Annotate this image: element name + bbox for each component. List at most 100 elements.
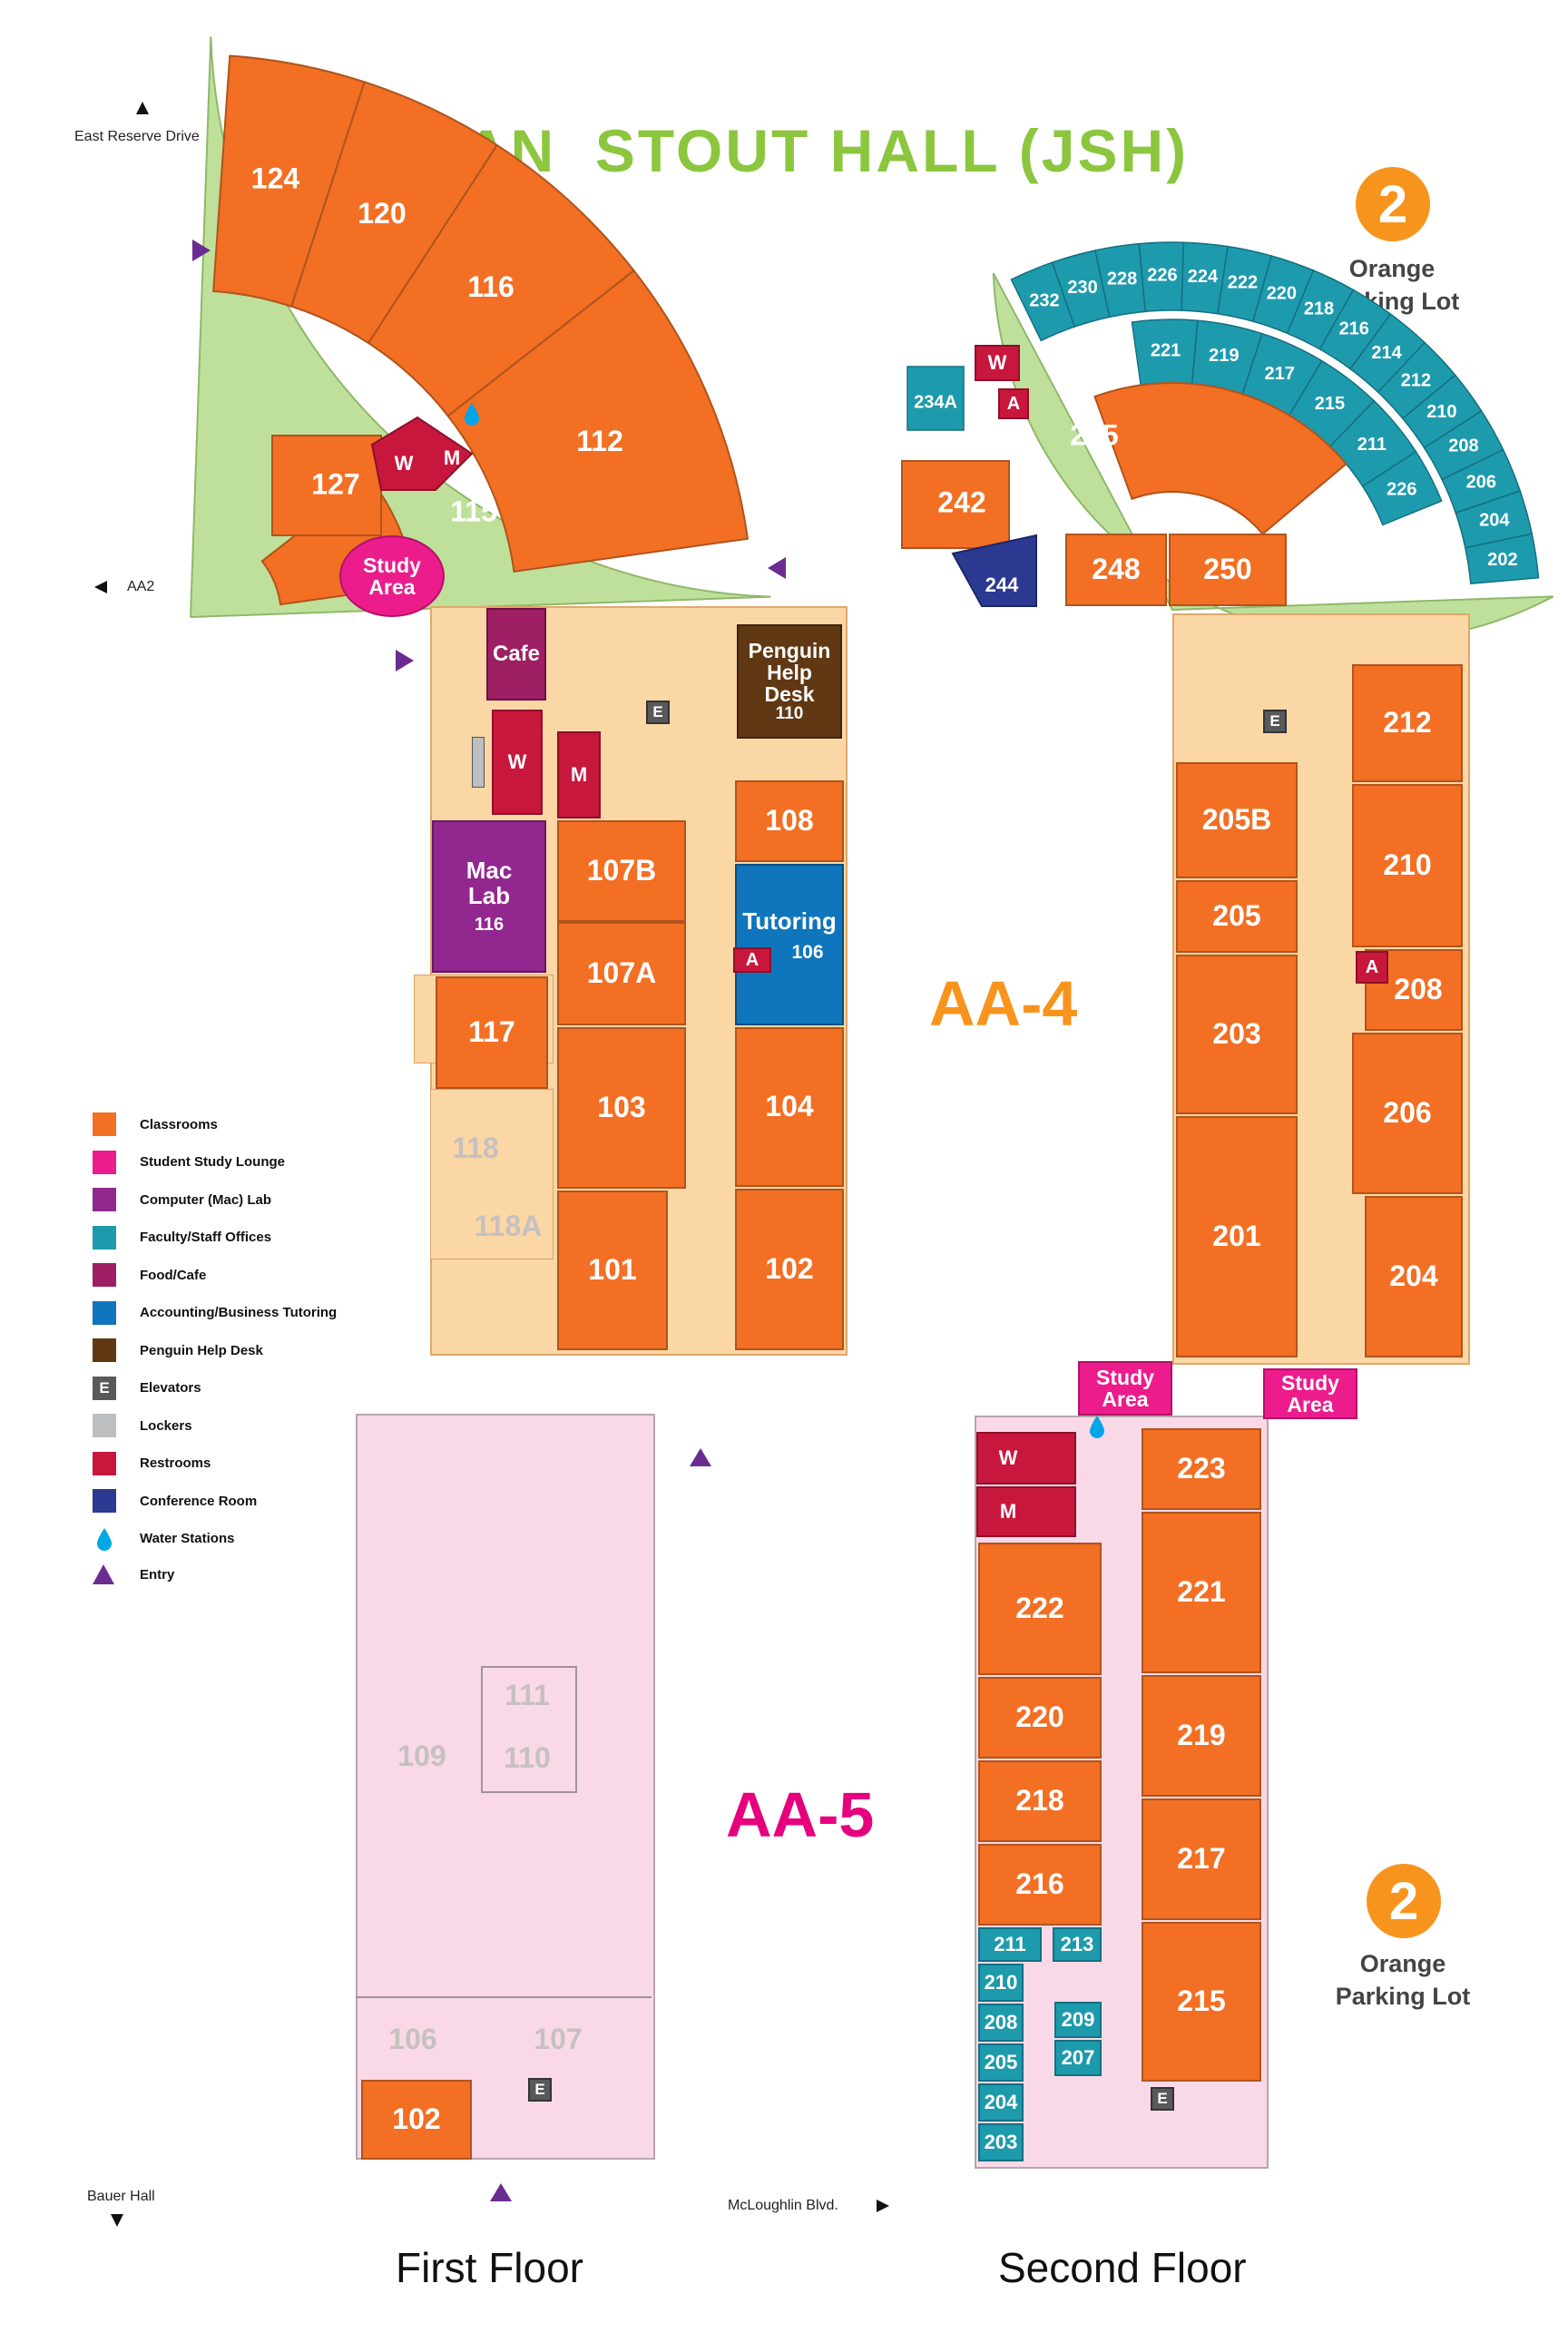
restroom-accessible-second[interactable]: A xyxy=(1356,951,1388,984)
classroom-222[interactable]: 222 xyxy=(978,1543,1102,1675)
classroom-112[interactable] xyxy=(446,269,750,573)
restroom-accessible-first[interactable]: A xyxy=(733,947,771,973)
tutoring-center[interactable]: Tutoring 106 xyxy=(735,864,844,1025)
study-area-first-fan[interactable]: Study Area xyxy=(339,535,445,617)
office-221-inner-0-label: 221 xyxy=(1151,340,1181,360)
classroom-223[interactable]: 223 xyxy=(1142,1428,1261,1510)
office-205[interactable]: 205 xyxy=(978,2043,1024,2082)
office-234a[interactable] xyxy=(906,366,965,431)
office-209[interactable]: 209 xyxy=(1054,2002,1102,2038)
classroom-210[interactable]: 210 xyxy=(1352,784,1463,947)
legend-item: Conference Room xyxy=(93,1489,257,1513)
classroom-217[interactable]: 217 xyxy=(1142,1798,1261,1920)
classroom-107b[interactable]: 107B xyxy=(557,820,686,922)
classroom-206[interactable]: 206 xyxy=(1352,1033,1463,1194)
cafe[interactable]: Cafe xyxy=(486,608,546,701)
mac-lab[interactable]: Mac Lab 116 xyxy=(432,820,546,973)
office-210-outer-label: 210 xyxy=(1426,402,1456,422)
restroom-women-second-fan[interactable]: W xyxy=(975,345,1020,381)
office-228-outer-label: 228 xyxy=(1107,269,1137,289)
legend-label: Restrooms xyxy=(140,1455,211,1471)
classroom-103[interactable]: 103 xyxy=(557,1027,686,1189)
study-area-second-east[interactable]: Study Area xyxy=(1263,1368,1357,1419)
tutoring-number: 106 xyxy=(791,942,824,964)
legend-label: Conference Room xyxy=(140,1493,258,1509)
classroom-218[interactable]: 218 xyxy=(978,1760,1102,1842)
classroom-219[interactable]: 219 xyxy=(1142,1675,1261,1797)
elevator-icon-second-aa5: E xyxy=(1151,2087,1174,2111)
classroom-205[interactable]: 205 xyxy=(1176,880,1298,953)
water-drop-icon xyxy=(1090,1416,1104,1438)
legend-item: Classrooms xyxy=(93,1112,218,1136)
classroom-108[interactable]: 108 xyxy=(735,780,844,862)
classroom-107a[interactable]: 107A xyxy=(557,922,686,1025)
legend-label: Water Stations xyxy=(140,1531,235,1546)
classroom-117[interactable]: 117 xyxy=(436,976,548,1089)
classroom-201[interactable]: 201 xyxy=(1176,1116,1298,1357)
classroom-112-label: 112 xyxy=(576,425,623,457)
classroom-216[interactable]: 216 xyxy=(978,1844,1102,1926)
classroom-127[interactable] xyxy=(271,435,382,536)
restroom-men-aa5[interactable]: M xyxy=(976,1486,1076,1537)
classroom-102[interactable]: 102 xyxy=(735,1189,844,1350)
restroom-women-first[interactable]: W xyxy=(492,710,543,815)
classroom-250[interactable]: 250 xyxy=(1169,534,1287,606)
classroom-101[interactable]: 101 xyxy=(557,1191,668,1350)
restroom-women-aa5[interactable]: W xyxy=(976,1432,1076,1485)
office-226-inner-5[interactable] xyxy=(1361,450,1443,526)
restroom-men-first[interactable]: M xyxy=(557,731,601,818)
office-210[interactable]: 210 xyxy=(978,1964,1024,2002)
room-109: 109 xyxy=(397,1739,446,1772)
floor-label-first: First Floor xyxy=(396,2244,583,2291)
office-204[interactable]: 204 xyxy=(978,2083,1024,2122)
classroom-242[interactable] xyxy=(901,460,1010,549)
first-floor-aa5-inner-room xyxy=(481,1666,577,1793)
help-desk-line2: Help xyxy=(767,660,812,684)
parking-lot-2-icon: 2 xyxy=(1356,167,1430,241)
classroom-204[interactable]: 204 xyxy=(1365,1196,1463,1357)
help-desk-number: 110 xyxy=(775,704,804,724)
classroom-220[interactable]: 220 xyxy=(978,1677,1102,1759)
entry-icon-fan-nw xyxy=(192,240,211,261)
office-211[interactable]: 211 xyxy=(978,1927,1042,1962)
classroom-215[interactable]: 215 xyxy=(1142,1922,1261,2082)
classroom-203[interactable]: 203 xyxy=(1176,955,1298,1114)
office-226-inner-5-label: 226 xyxy=(1387,480,1416,500)
classroom-120-label: 120 xyxy=(358,197,406,230)
classroom-245[interactable] xyxy=(1093,382,1348,535)
classroom-221[interactable]: 221 xyxy=(1142,1512,1261,1673)
office-208-outer-label: 208 xyxy=(1448,436,1478,456)
office-208[interactable]: 208 xyxy=(978,2004,1024,2042)
legend-label: Classrooms xyxy=(140,1116,218,1132)
penguin-help-desk[interactable]: Penguin Help Desk 110 xyxy=(737,624,842,739)
legend-item: Entry xyxy=(93,1564,174,1584)
mac-lab-swatch xyxy=(93,1188,116,1211)
room-106: 106 xyxy=(388,2022,437,2055)
office-202-outer-label: 202 xyxy=(1487,550,1517,570)
aa5-divider xyxy=(356,1996,652,1998)
restroom-accessible-second-fan[interactable]: A xyxy=(998,388,1029,419)
office-213[interactable]: 213 xyxy=(1053,1927,1102,1962)
food-cafe-swatch xyxy=(93,1263,116,1287)
classroom-205b[interactable]: 205B xyxy=(1176,762,1298,878)
elevator-icon-aa5: E xyxy=(528,2078,552,2102)
office-224-outer-label: 224 xyxy=(1188,267,1219,287)
conference-room-244[interactable] xyxy=(951,534,1037,607)
classroom-102-aa5[interactable]: 102 xyxy=(361,2080,472,2160)
office-215-inner-3-label: 215 xyxy=(1315,394,1345,414)
office-202-outer[interactable] xyxy=(1464,533,1540,585)
study-area-label-line1: Study xyxy=(363,553,421,577)
office-206-outer-label: 206 xyxy=(1466,472,1496,492)
legend-label: Penguin Help Desk xyxy=(140,1342,263,1358)
classroom-104[interactable]: 104 xyxy=(735,1027,844,1187)
study-area-label-line2: Area xyxy=(1287,1393,1334,1416)
study-area-second-west[interactable]: Study Area xyxy=(1078,1361,1172,1416)
classroom-248[interactable]: 248 xyxy=(1065,534,1167,606)
water-drop-icon-first xyxy=(465,403,479,426)
office-207[interactable]: 207 xyxy=(1054,2040,1102,2076)
classroom-212[interactable]: 212 xyxy=(1352,664,1463,782)
restroom-women-fan[interactable] xyxy=(370,416,474,491)
office-203[interactable]: 203 xyxy=(978,2123,1024,2161)
